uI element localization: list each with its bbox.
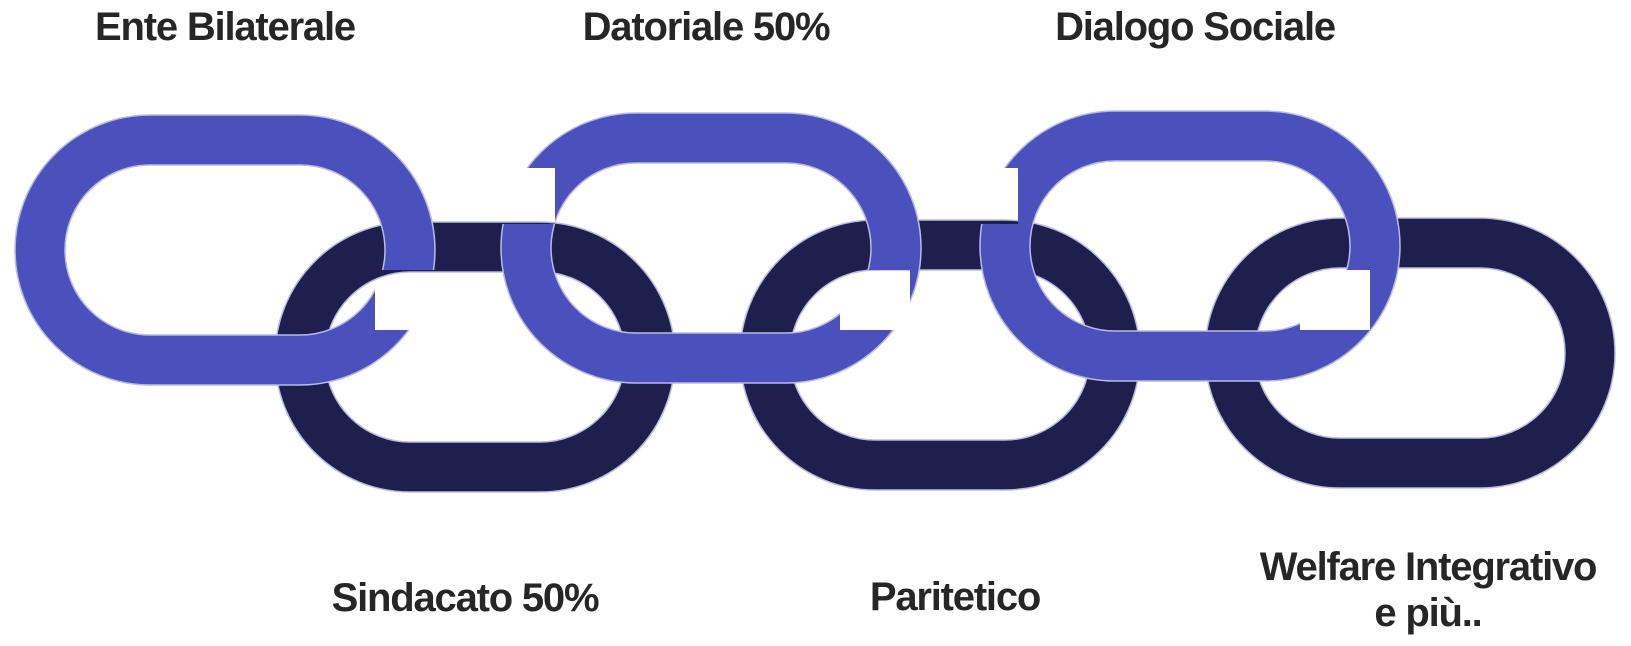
chain-link-lower-2	[739, 219, 1141, 491]
label-welfare-integrativo: Welfare Integrativo e più..	[1225, 544, 1631, 636]
label-dialogo-sociale: Dialogo Sociale	[1055, 5, 1336, 49]
chain-link-lower-1	[274, 221, 676, 493]
chain-link-lower-3	[1204, 217, 1616, 489]
label-ente-bilaterale: Ente Bilaterale	[95, 5, 356, 49]
label-sindacato: Sindacato 50%	[331, 576, 600, 620]
upper-links	[14, 110, 1401, 386]
label-welfare-line-1: Welfare Integrativo	[1259, 545, 1598, 589]
chain-link-upper-2	[500, 112, 922, 384]
chain-link-upper-3	[979, 110, 1401, 382]
chain-link-upper-1	[14, 114, 436, 386]
label-welfare-line-2: e più..	[1374, 591, 1482, 635]
label-datoriale: Datoriale 50%	[582, 5, 831, 49]
label-paritetico: Paritetico	[869, 575, 1041, 619]
lower-links	[274, 217, 1616, 493]
